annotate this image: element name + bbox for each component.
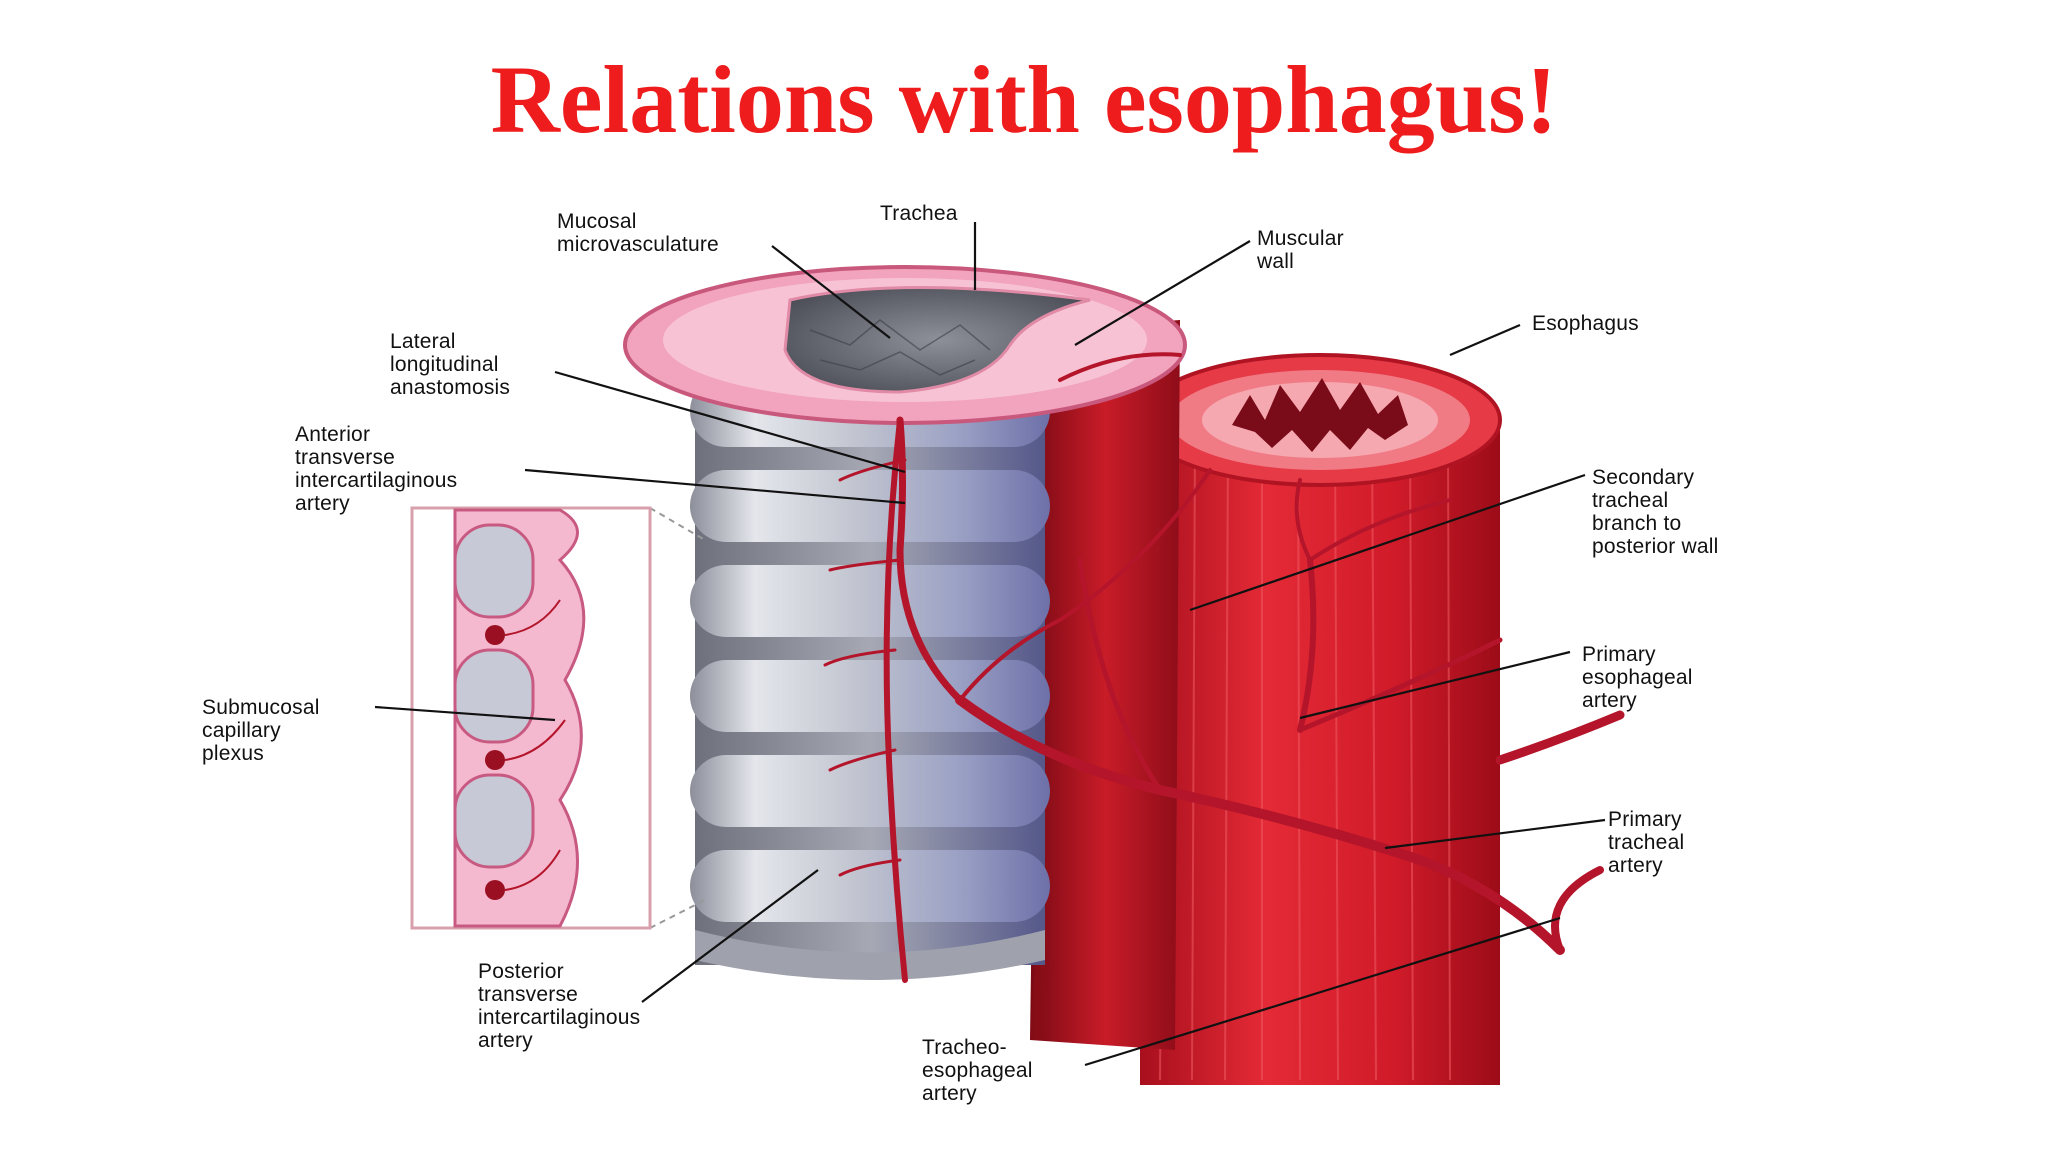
label-anterior-transverse-intercartilaginous-artery: Anterior transverse intercartilaginous a… <box>295 423 458 515</box>
label-trachea: Trachea <box>880 202 958 225</box>
label-esophagus: Esophagus <box>1532 312 1639 335</box>
label-primary-esophageal-artery: Primary esophageal artery <box>1582 643 1693 712</box>
label-secondary-tracheal-branch: Secondary tracheal branch to posterior w… <box>1592 466 1719 558</box>
label-mucosal-microvasculature: Mucosal microvasculature <box>557 210 719 256</box>
submucosal-inset-panel <box>410 506 706 930</box>
label-submucosal-capillary-plexus: Submucosal capillary plexus <box>202 696 320 765</box>
label-muscular-wall: Muscular wall <box>1257 227 1344 273</box>
muscular-wall <box>1030 320 1180 1050</box>
label-tracheo-esophageal-artery: Tracheo- esophageal artery <box>922 1036 1033 1105</box>
slide-title: Relations with esophagus! <box>490 46 1558 153</box>
label-primary-tracheal-artery: Primary tracheal artery <box>1608 808 1685 877</box>
label-lateral-longitudinal-anastomosis: Lateral longitudinal anastomosis <box>390 330 511 399</box>
esophagus-tube <box>1138 353 1502 1085</box>
label-posterior-transverse-intercartilaginous-artery: Posterior transverse intercartilaginous … <box>478 960 641 1052</box>
leader-lines <box>374 222 1606 1067</box>
artery-network <box>823 352 1625 983</box>
